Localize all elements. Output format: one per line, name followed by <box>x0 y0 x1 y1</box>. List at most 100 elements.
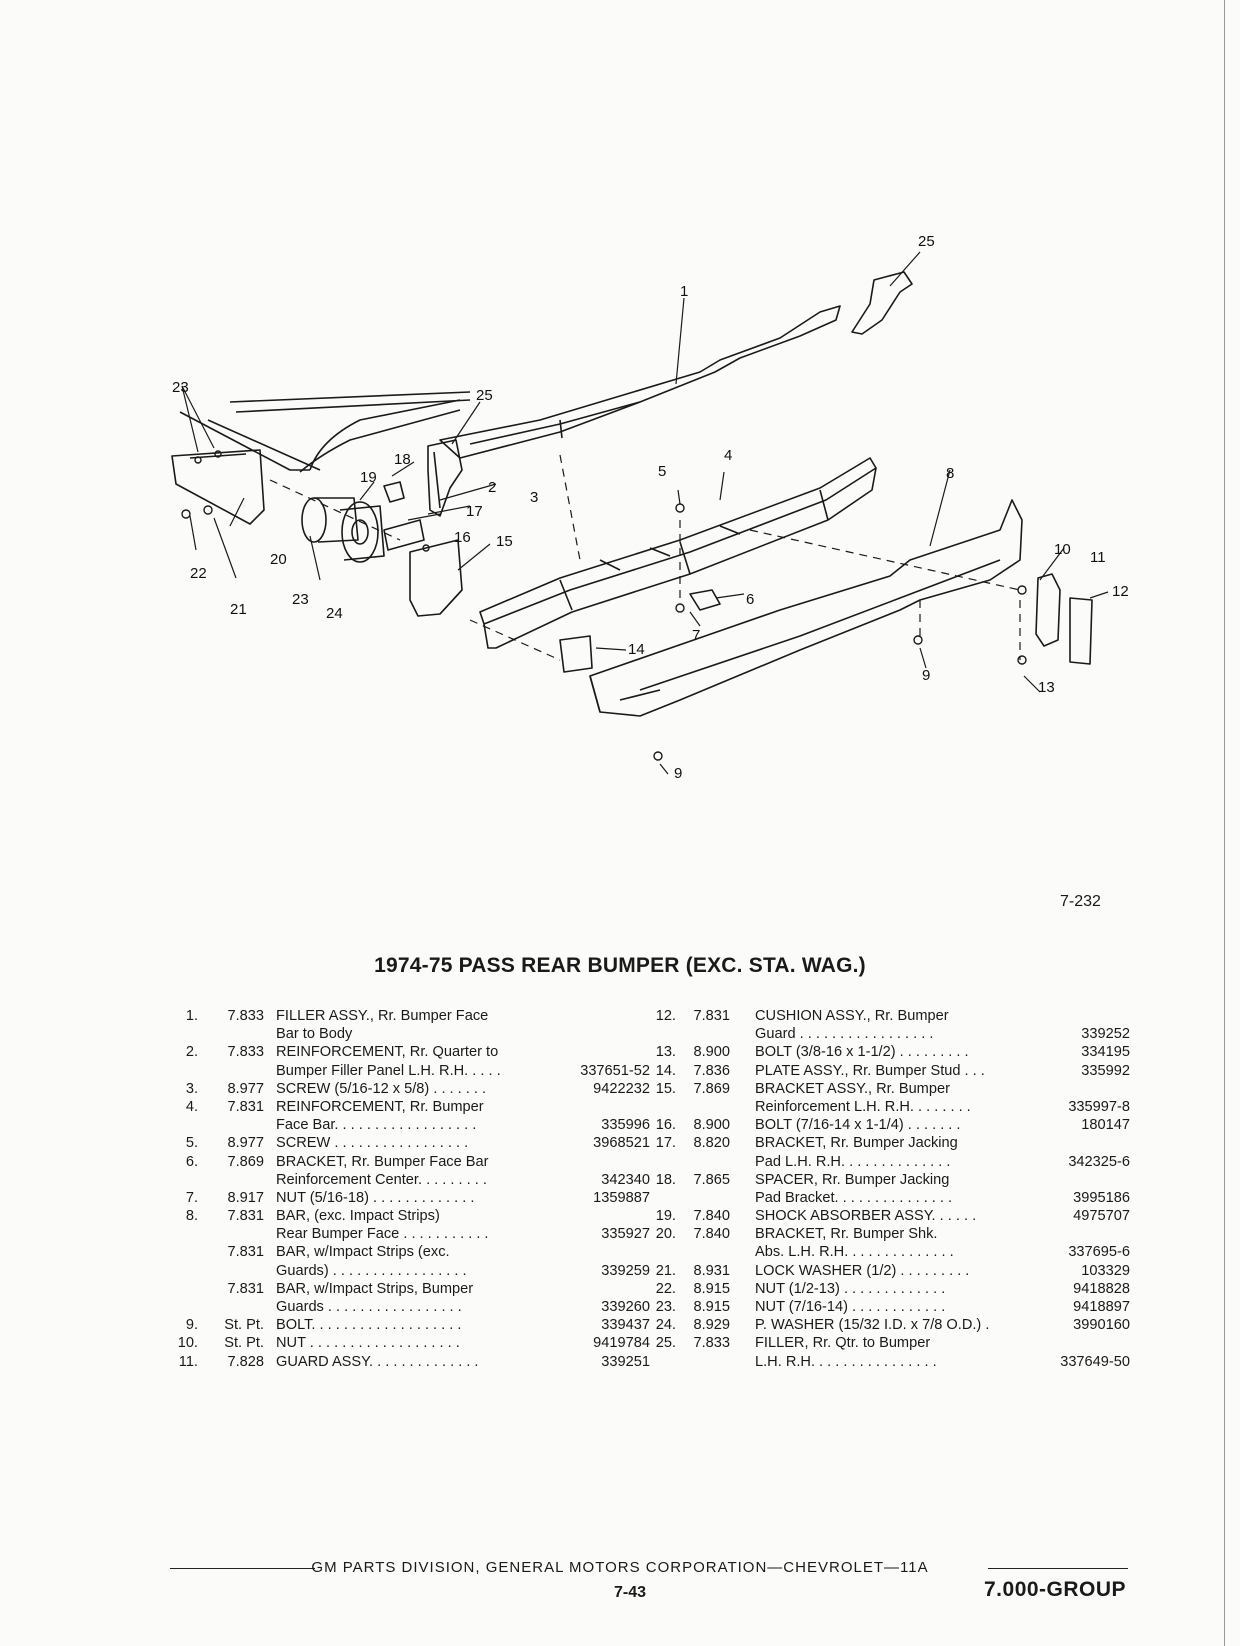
item-number: 9. <box>185 1317 198 1334</box>
callout-5: 5 <box>658 463 666 480</box>
part-number: 3990160 <box>1073 1317 1130 1334</box>
callout-25b: 25 <box>476 387 493 404</box>
callout-19: 19 <box>360 469 377 486</box>
callout-14: 14 <box>628 641 645 658</box>
part-number: 1359887 <box>593 1189 650 1206</box>
part-description: CUSHION ASSY., Rr. Bumper <box>755 1008 949 1024</box>
bumper-guard <box>1035 573 1093 665</box>
part-description: LOCK WASHER (1/2) . . . . . . . . . <box>755 1262 970 1279</box>
part-description: SCREW . . . . . . . . . . . . . . . . . <box>276 1135 469 1152</box>
group-code: 7.831 <box>227 1244 264 1261</box>
part-description: Pad L.H. R.H. . . . . . . . . . . . . . <box>755 1153 951 1170</box>
part-number: 9419784 <box>593 1335 650 1352</box>
callout-18: 18 <box>394 451 411 468</box>
part-row: Reinforcement Center. . . . . . . . .342… <box>170 1171 650 1189</box>
part-row: 24. 8.929 P. WASHER (15/32 I.D. x 7/8 O.D.… <box>650 1316 1130 1334</box>
group-code: 7.833 <box>693 1335 730 1352</box>
shock-bracket <box>171 449 265 525</box>
part-description: Guards . . . . . . . . . . . . . . . . . <box>276 1299 462 1315</box>
group-code: 7.828 <box>227 1353 264 1370</box>
group-code: 7.833 <box>227 1008 264 1024</box>
leader-lines <box>181 251 1109 775</box>
part-description: Bumper Filler Panel L.H. R.H. . . . . <box>276 1062 501 1079</box>
callout-4: 4 <box>724 447 732 464</box>
part-row: Pad L.H. R.H. . . . . . . . . . . . . .3… <box>650 1153 1130 1171</box>
item-number: 11. <box>178 1353 198 1370</box>
group-code: 7.833 <box>227 1044 264 1061</box>
item-number: 17. <box>655 1135 676 1152</box>
reinforcement-bracket <box>409 539 463 617</box>
part-description: P. WASHER (15/32 I.D. x 7/8 O.D.) . <box>755 1317 990 1334</box>
part-row: Guards . . . . . . . . . . . . . . . . .… <box>170 1298 650 1316</box>
part-number: 337649-50 <box>1060 1353 1130 1370</box>
item-number: 8. <box>185 1208 198 1225</box>
quarter-filler-upper <box>851 271 913 335</box>
part-description: FILLER ASSY., Rr. Bumper Face <box>276 1008 489 1024</box>
part-description: NUT . . . . . . . . . . . . . . . . . . … <box>276 1335 460 1352</box>
callout-7: 7 <box>692 627 700 644</box>
part-number: 337695-6 <box>1068 1244 1130 1261</box>
stud-plate <box>559 635 593 673</box>
callout-21: 21 <box>230 601 247 618</box>
part-number: 342340 <box>601 1171 650 1188</box>
group-code: 8.900 <box>693 1117 730 1134</box>
footer-publisher: GM PARTS DIVISION, GENERAL MOTORS CORPOR… <box>311 1559 929 1576</box>
part-description: Guards) . . . . . . . . . . . . . . . . … <box>276 1262 467 1279</box>
part-number: 339252 <box>1081 1026 1130 1043</box>
part-description: BRACKET, Rr. Bumper Jacking <box>755 1135 958 1152</box>
group-code: 8.820 <box>693 1135 730 1152</box>
part-description: Pad Bracket. . . . . . . . . . . . . . . <box>755 1189 953 1206</box>
callout-15: 15 <box>496 533 513 550</box>
part-number: 339437 <box>601 1317 650 1334</box>
callout-2: 2 <box>488 479 496 496</box>
part-description: FILLER, Rr. Qtr. to Bumper <box>755 1335 931 1352</box>
group-code: 7.831 <box>227 1208 264 1225</box>
part-row: 16. 8.900 BOLT (7/16-14 x 1-1/4) . . . . .… <box>650 1116 1130 1134</box>
part-description: BAR, w/Impact Strips (exc. <box>276 1244 450 1261</box>
item-number: 24. <box>655 1317 676 1334</box>
item-number: 25. <box>655 1335 676 1352</box>
group-code: 7.831 <box>227 1098 264 1115</box>
part-row: Abs. L.H. R.H. . . . . . . . . . . . . .… <box>650 1243 1130 1261</box>
part-number: 9422232 <box>593 1080 650 1097</box>
callout-9b: 9 <box>674 765 682 782</box>
part-number: 3968521 <box>593 1135 650 1152</box>
group-code: 8.900 <box>693 1044 730 1061</box>
callout-11: 11 <box>1090 549 1106 566</box>
callout-6: 6 <box>746 591 754 608</box>
group-code: 7.869 <box>227 1153 264 1170</box>
part-number: 339259 <box>601 1262 650 1279</box>
callout-13: 13 <box>1038 679 1055 696</box>
group-code: 8.915 <box>693 1299 730 1315</box>
callout-8: 8 <box>946 465 954 482</box>
part-description: BOLT (3/8-16 x 1-1/2) . . . . . . . . . <box>755 1044 969 1061</box>
part-description: NUT (7/16-14) . . . . . . . . . . . . <box>755 1299 946 1315</box>
part-description: Bar to Body <box>276 1026 353 1043</box>
group-code: 8.931 <box>693 1262 730 1279</box>
part-number: 4975707 <box>1073 1208 1130 1225</box>
part-description: BOLT. . . . . . . . . . . . . . . . . . … <box>276 1317 462 1334</box>
part-description: PLATE ASSY., Rr. Bumper Stud . . . <box>755 1062 985 1079</box>
part-description: BOLT (7/16-14 x 1-1/4) . . . . . . . <box>755 1117 961 1134</box>
part-number: 337651-52 <box>580 1062 650 1079</box>
callout-20: 20 <box>270 551 287 568</box>
item-number: 16. <box>655 1117 676 1134</box>
group-code: 8.929 <box>693 1317 730 1334</box>
item-number: 20. <box>655 1226 676 1243</box>
jacking-pad-bracket <box>383 481 425 551</box>
item-number: 4. <box>185 1098 198 1115</box>
bumper-reinforcement <box>479 457 877 649</box>
